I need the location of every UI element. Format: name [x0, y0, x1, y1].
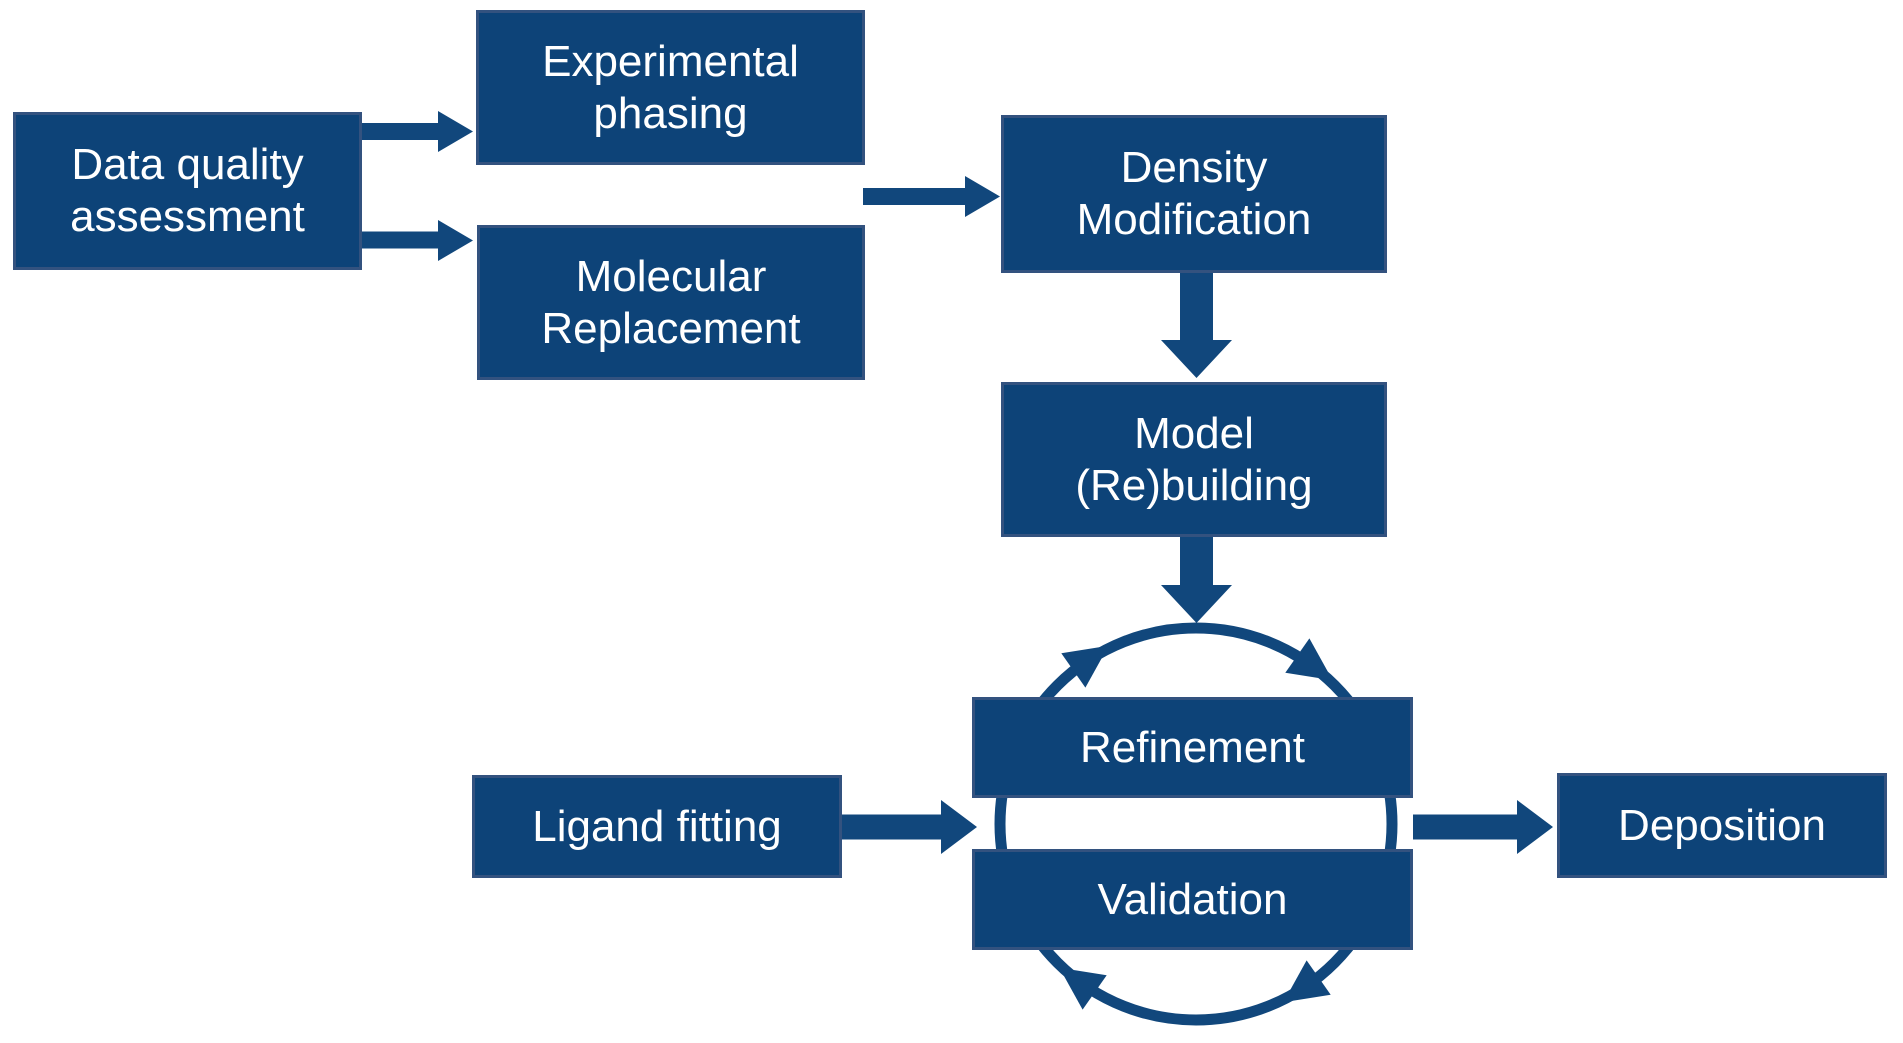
- node-experimental-phasing: Experimental phasing: [476, 10, 865, 165]
- node-deposition: Deposition: [1557, 773, 1887, 878]
- node-ligand-fitting: Ligand fitting: [472, 775, 842, 878]
- cycle-arrowhead-top-right: [1285, 638, 1333, 681]
- cycle-arrowhead-top-left: [1061, 645, 1109, 688]
- node-label: Experimental phasing: [542, 36, 799, 138]
- node-label: Refinement: [1079, 722, 1305, 772]
- node-label: Ligand fitting: [532, 801, 782, 851]
- node-model-rebuilding: Model (Re)building: [1001, 382, 1387, 537]
- arrow-cycle-to-deposition: [1413, 800, 1553, 854]
- arrow-dqa-to-experimental-phasing: [362, 111, 473, 152]
- arrow-ligand-to-cycle: [842, 800, 977, 854]
- node-molecular-replacement: Molecular Replacement: [477, 225, 865, 380]
- arrow-phasing-to-density-modification: [863, 176, 1000, 217]
- refinement-validation-cycle-ring: [994, 622, 1398, 1026]
- node-label: Model (Re)building: [1075, 408, 1313, 510]
- node-validation: Validation: [972, 849, 1413, 950]
- arrow-dqa-to-molecular-replacement: [362, 220, 473, 261]
- node-label: Molecular Replacement: [541, 251, 801, 353]
- node-density-modification: Density Modification: [1001, 115, 1387, 273]
- cycle-arrowhead-bottom-right: [1283, 960, 1331, 1003]
- node-data-quality-assessment: Data quality assessment: [13, 112, 362, 270]
- node-label: Data quality assessment: [70, 140, 305, 241]
- arrow-model-to-cycle: [1161, 537, 1232, 623]
- node-refinement: Refinement: [972, 697, 1413, 798]
- cycle-arrowhead-bottom-left: [1059, 967, 1107, 1010]
- node-label: Density Modification: [1076, 143, 1312, 244]
- node-label: Validation: [1097, 874, 1288, 924]
- arrow-density-to-model-rebuilding: [1161, 273, 1232, 378]
- node-label: Deposition: [1618, 800, 1826, 850]
